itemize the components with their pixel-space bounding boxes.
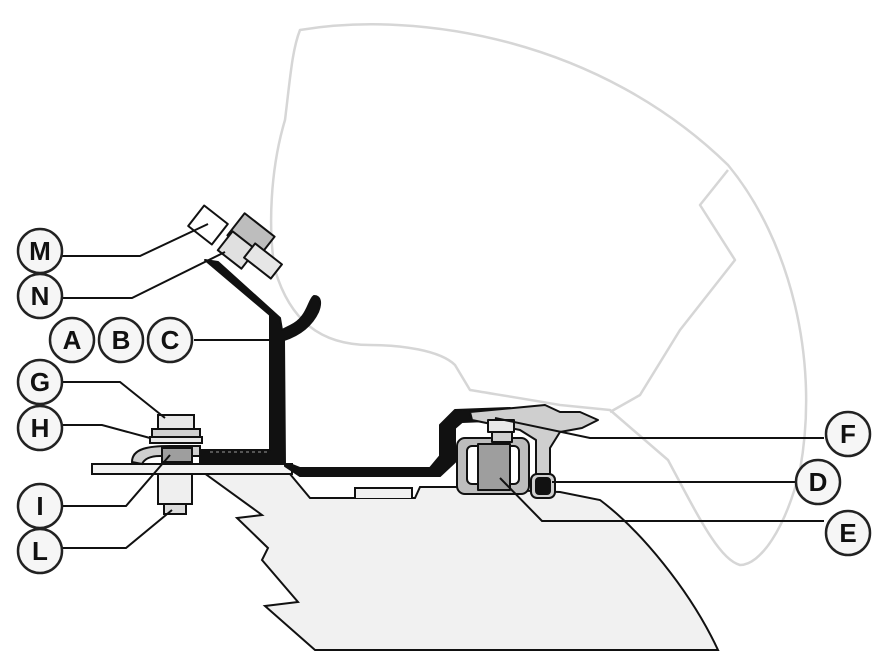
- callout-c: C: [148, 318, 192, 362]
- callout-i: I: [18, 484, 62, 528]
- svg-text:B: B: [112, 325, 131, 355]
- svg-text:C: C: [161, 325, 180, 355]
- leader-n: [62, 252, 225, 298]
- right-clamp-assembly: [457, 405, 598, 498]
- callout-g: G: [18, 360, 62, 404]
- roof-plate: [92, 464, 292, 474]
- leader-i: [62, 455, 170, 506]
- svg-text:G: G: [30, 367, 50, 397]
- svg-text:A: A: [63, 325, 82, 355]
- leader-g: [62, 382, 165, 418]
- callout-d: D: [796, 460, 840, 504]
- callout-l: L: [18, 529, 62, 573]
- callout-e: E: [826, 511, 870, 555]
- callout-f: F: [826, 412, 870, 456]
- callout-a: A: [50, 318, 94, 362]
- svg-text:E: E: [839, 518, 856, 548]
- svg-text:I: I: [36, 491, 43, 521]
- top-bolt-assembly: [188, 206, 282, 279]
- callout-n: N: [18, 274, 62, 318]
- roof-rail-bump: [355, 488, 412, 498]
- svg-text:M: M: [29, 236, 51, 266]
- svg-text:F: F: [840, 419, 856, 449]
- leader-m: [62, 224, 208, 256]
- callout-m: M: [18, 229, 62, 273]
- leader-l: [62, 510, 172, 548]
- svg-text:N: N: [31, 281, 50, 311]
- svg-text:D: D: [809, 467, 828, 497]
- leader-h: [62, 425, 150, 438]
- svg-text:L: L: [32, 536, 48, 566]
- svg-text:H: H: [31, 413, 50, 443]
- vehicle-roof-panel: [200, 468, 718, 650]
- callout-h: H: [18, 406, 62, 450]
- callout-b: B: [99, 318, 143, 362]
